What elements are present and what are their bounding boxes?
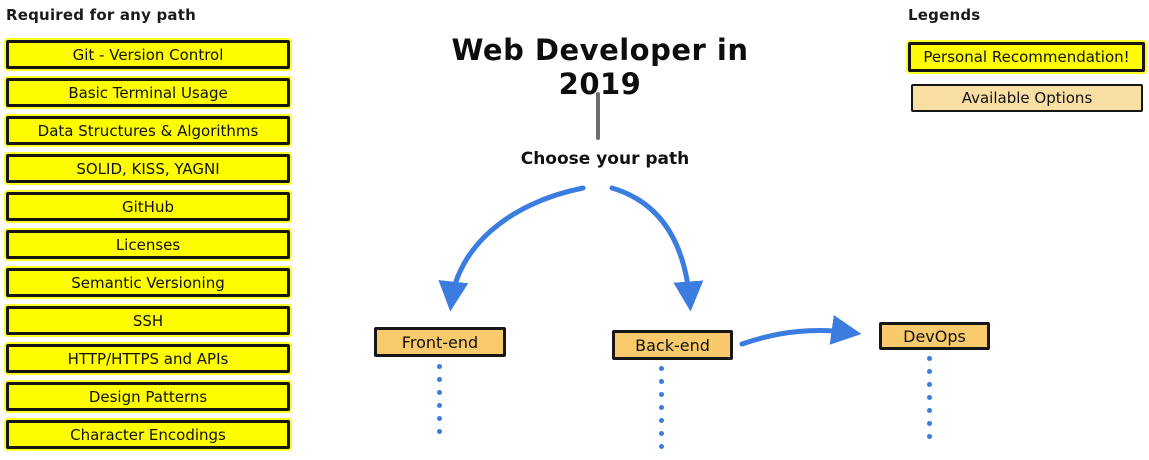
- path-box-frontend: Front-end: [374, 327, 506, 357]
- required-item-encodings: Character Encodings: [6, 420, 290, 449]
- path-box-backend: Back-end: [612, 330, 733, 360]
- devops-dotted-connector: [927, 356, 932, 439]
- required-item-solid: SOLID, KISS, YAGNI: [6, 154, 290, 183]
- required-item-licenses: Licenses: [6, 230, 290, 259]
- choose-your-path-label: Choose your path: [520, 149, 690, 169]
- required-heading: Required for any path: [6, 6, 196, 24]
- frontend-dotted-connector: [437, 364, 442, 434]
- required-item-http: HTTP/HTTPS and APIs: [6, 344, 290, 373]
- arrow-backend-to-devops: [739, 315, 862, 347]
- stem-connector-line: [596, 92, 600, 140]
- required-item-data-structures: Data Structures & Algorithms: [6, 116, 290, 145]
- legend-personal-recommendation: Personal Recommendation!: [908, 42, 1145, 72]
- required-list: Git - Version Control Basic Terminal Usa…: [6, 40, 290, 449]
- required-item-ssh: SSH: [6, 306, 290, 335]
- required-item-github: GitHub: [6, 192, 290, 221]
- required-item-design-patterns: Design Patterns: [6, 382, 290, 411]
- legend-available-options: Available Options: [911, 84, 1143, 112]
- path-box-devops: DevOps: [879, 322, 990, 350]
- page-title: Web Developer in 2019: [451, 33, 749, 101]
- required-panel: Required for any path Git - Version Cont…: [6, 6, 294, 449]
- arrow-to-backend: [609, 185, 704, 312]
- backend-dotted-connector: [659, 366, 664, 449]
- required-item-terminal: Basic Terminal Usage: [6, 78, 290, 107]
- arrow-to-frontend: [438, 185, 586, 312]
- required-item-semver: Semantic Versioning: [6, 268, 290, 297]
- legend-panel: Legends Personal Recommendation! Availab…: [908, 6, 1148, 112]
- required-item-git: Git - Version Control: [6, 40, 290, 69]
- legends-heading: Legends: [908, 6, 981, 24]
